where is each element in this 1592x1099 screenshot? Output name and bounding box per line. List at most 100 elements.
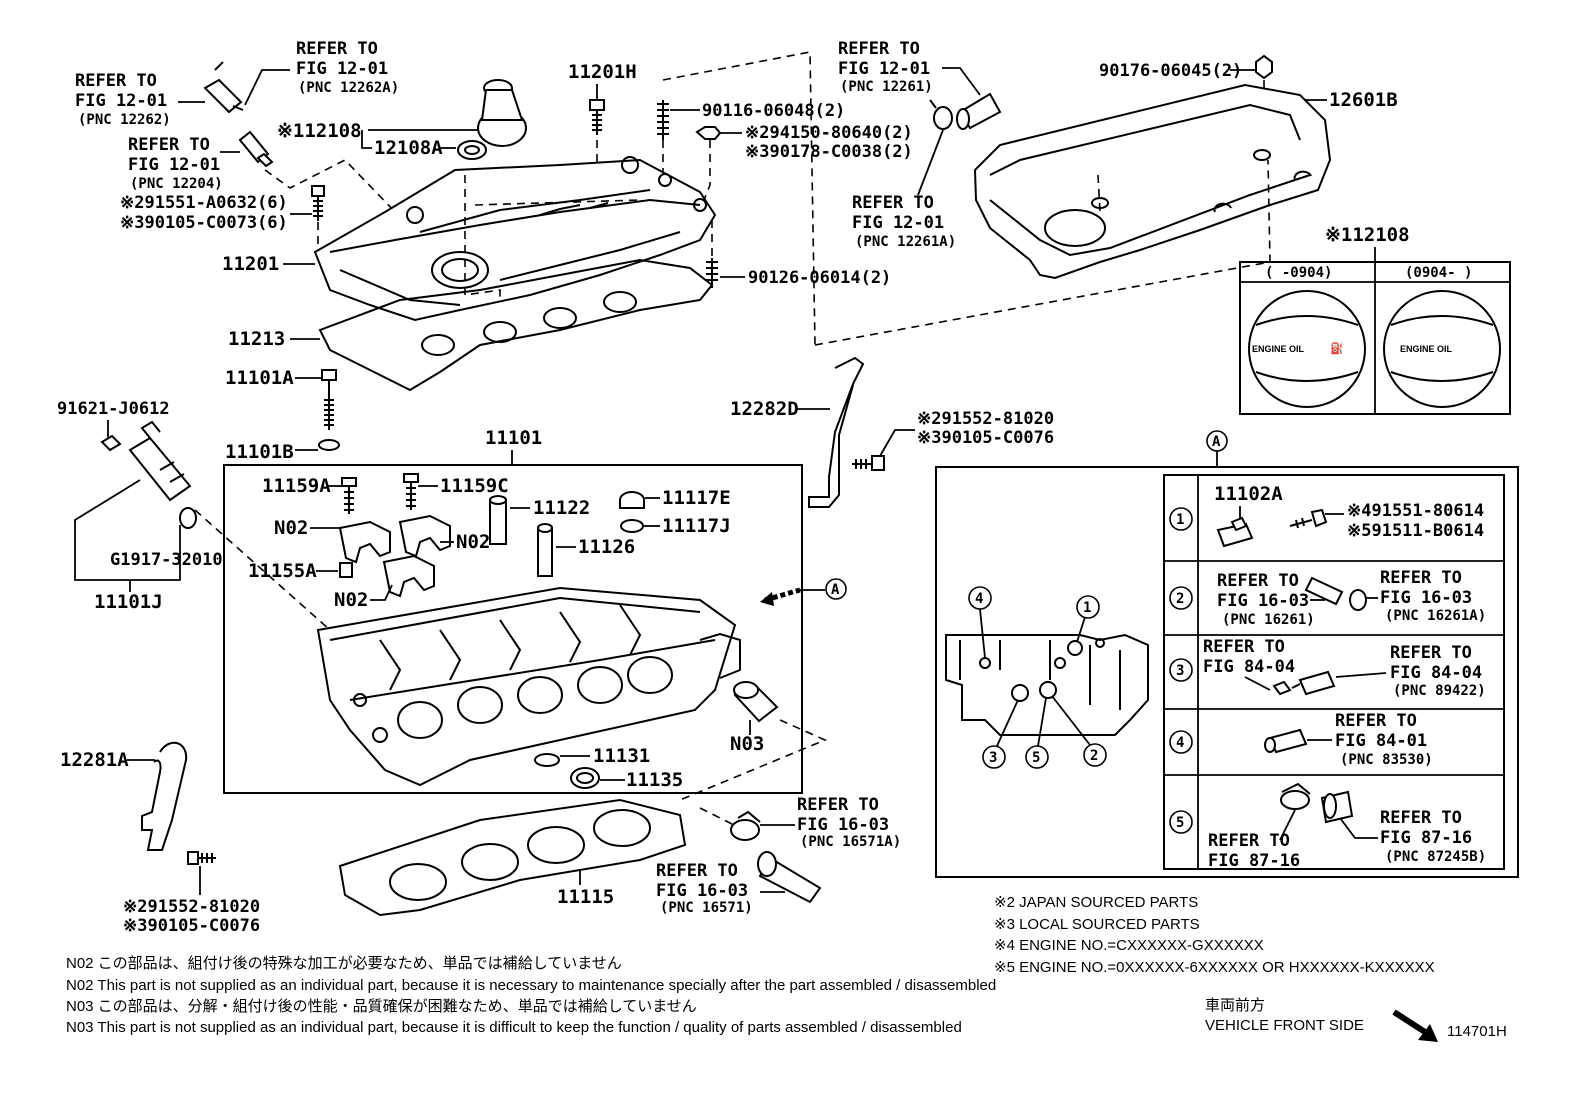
callout-12281A[interactable]: 12281A — [60, 749, 129, 771]
oil-cap-variants-box: ( -0904) (0904- ) ENGINE OIL ⛽ ENGINE OI… — [1239, 261, 1511, 415]
callout-11101J[interactable]: 11101J — [94, 591, 163, 613]
engine-block-view — [945, 633, 1149, 736]
svg-text:ENGINE OIL: ENGINE OIL — [1400, 344, 1453, 354]
callout-G1917[interactable]: G1917-32010 — [110, 550, 223, 570]
cam-cap-2 — [398, 514, 451, 558]
svg-text:REFER TO: REFER TO — [838, 39, 920, 59]
callout-90126[interactable]: 90126-06014(2) — [748, 268, 891, 288]
engine-mark-2[interactable]: 2 — [1083, 743, 1107, 767]
svg-text:ENGINE OIL: ENGINE OIL — [1252, 344, 1305, 354]
callout-12108-box[interactable]: ※112108 — [1325, 224, 1410, 246]
callout-11135[interactable]: 11135 — [626, 769, 683, 791]
callout-N02-a[interactable]: N02 — [274, 517, 308, 539]
callout-11101B[interactable]: 11101B — [225, 441, 294, 463]
callout-11155A[interactable]: 11155A — [248, 560, 317, 582]
refer-84-04-left[interactable]: REFER TO FIG 84-04 — [1203, 637, 1295, 677]
engine-mark-5[interactable]: 5 — [1025, 745, 1049, 769]
front-arrow-icon — [1418, 1024, 1438, 1042]
svg-text:FIG 84-04: FIG 84-04 — [1203, 657, 1295, 677]
svg-text:REFER TO: REFER TO — [656, 861, 738, 881]
refer-16571A[interactable]: REFER TO FIG 16-03 (PNC 16571A) — [797, 795, 901, 850]
refer-87-16-left[interactable]: REFER TO FIG 87-16 — [1208, 831, 1300, 871]
svg-text:A: A — [1212, 434, 1221, 450]
bolt-291552a — [852, 455, 885, 471]
engine-mark-1[interactable]: 1 — [1076, 595, 1100, 619]
refer-12204[interactable]: REFER TO FIG 12-01 (PNC 12204) — [128, 135, 223, 192]
nut-294150 — [695, 126, 722, 140]
callout-390105a[interactable]: ※390105-C0073(6) — [120, 213, 288, 233]
refer-12261A[interactable]: REFER TO FIG 12-01 (PNC 12261A) — [852, 193, 956, 250]
engine-hanger-12282D — [808, 356, 865, 508]
callout-11101[interactable]: 11101 — [485, 427, 542, 449]
callout-11159C[interactable]: 11159C — [440, 475, 509, 497]
refer-16261A[interactable]: REFER TO FIG 16-03 (PNC 16261A) — [1380, 568, 1486, 624]
callout-12108[interactable]: ※112108 — [277, 120, 362, 142]
callout-12282D[interactable]: 12282D — [730, 398, 799, 420]
callout-491551[interactable]: ※491551-80614 — [1347, 501, 1484, 521]
stud-90116 — [657, 100, 669, 140]
stud-90126 — [706, 258, 718, 288]
plug-N03 — [733, 681, 779, 723]
callout-291551a[interactable]: ※291551-A0632(6) — [120, 193, 288, 213]
guide-11126 — [537, 523, 553, 577]
callout-390105c[interactable]: ※390105-C0076 — [917, 428, 1054, 448]
svg-text:FIG 16-03: FIG 16-03 — [1217, 591, 1309, 611]
svg-text:REFER TO: REFER TO — [1380, 808, 1462, 828]
svg-text:N02 この部品は、組付け後の特殊な加工が必要なため、単品: N02 この部品は、組付け後の特殊な加工が必要なため、単品では補給していません — [66, 955, 622, 972]
callout-390178[interactable]: ※390178-C0038(2) — [745, 142, 913, 162]
svg-text:REFER TO: REFER TO — [1203, 637, 1285, 657]
callout-11117E[interactable]: 11117E — [662, 487, 731, 509]
callout-90116[interactable]: 90116-06048(2) — [702, 101, 845, 121]
callout-12601B[interactable]: 12601B — [1329, 89, 1398, 111]
sensor-83530 — [1264, 728, 1308, 754]
callout-390105b[interactable]: ※390105-C0076 — [123, 916, 260, 936]
refer-83530[interactable]: REFER TO FIG 84-01 (PNC 83530) — [1335, 711, 1433, 768]
callout-11213[interactable]: 11213 — [228, 328, 285, 350]
head-bolt-11101A — [321, 369, 337, 430]
svg-text:FIG 12-01: FIG 12-01 — [75, 91, 167, 111]
svg-text:5: 5 — [1032, 750, 1040, 766]
callout-11126[interactable]: 11126 — [578, 536, 635, 558]
callout-90176[interactable]: 90176-06045(2) — [1099, 61, 1242, 81]
refer-12261[interactable]: REFER TO FIG 12-01 (PNC 12261) — [838, 39, 933, 95]
callout-91621[interactable]: 91621-J0612 — [57, 399, 170, 419]
hose-16261 — [1304, 576, 1367, 611]
callout-11115[interactable]: 11115 — [557, 886, 614, 908]
arrow-to-detail-A[interactable]: A — [760, 578, 847, 606]
callout-291552b[interactable]: ※291552-81020 — [123, 897, 260, 917]
callout-11122[interactable]: 11122 — [533, 497, 590, 519]
svg-text:(PNC 16261A): (PNC 16261A) — [1385, 608, 1486, 624]
callout-N03[interactable]: N03 — [730, 733, 764, 755]
bolt-491551 — [1289, 508, 1328, 529]
engine-mark-3[interactable]: 3 — [982, 745, 1006, 769]
engine-mark-4[interactable]: 4 — [968, 586, 992, 610]
callout-11117J[interactable]: 11117J — [662, 515, 731, 537]
svg-text:1: 1 — [1176, 512, 1184, 528]
svg-text:FIG 87-16: FIG 87-16 — [1208, 851, 1300, 871]
callout-11201[interactable]: 11201 — [222, 253, 279, 275]
engine-cover-12601B — [973, 83, 1332, 280]
callout-11101A[interactable]: 11101A — [225, 367, 294, 389]
callout-11102A[interactable]: 11102A — [1214, 483, 1283, 505]
washer-11101B — [318, 439, 340, 451]
refer-12262A[interactable]: REFER TO FIG 12-01 (PNC 12262A) — [296, 39, 399, 96]
cam-cap-1 — [338, 520, 391, 564]
callout-11131[interactable]: 11131 — [593, 745, 650, 767]
refer-12262[interactable]: REFER TO FIG 12-01 (PNC 12262) — [75, 71, 171, 128]
svg-text:REFER TO: REFER TO — [1390, 643, 1472, 663]
refer-16571[interactable]: REFER TO FIG 16-03 (PNC 16571) — [656, 861, 753, 916]
refer-16261[interactable]: REFER TO FIG 16-03 (PNC 16261) — [1217, 571, 1315, 628]
callout-11159A[interactable]: 11159A — [262, 475, 331, 497]
svg-text:FIG 16-03: FIG 16-03 — [1380, 588, 1472, 608]
refer-87245B[interactable]: REFER TO FIG 87-16 (PNC 87245B) — [1380, 808, 1486, 865]
callout-N02-b[interactable]: N02 — [456, 531, 490, 553]
clamp-87-16 — [1280, 782, 1311, 810]
refer-89422[interactable]: REFER TO FIG 84-04 (PNC 89422) — [1390, 643, 1486, 699]
callout-291552a[interactable]: ※291552-81020 — [917, 409, 1054, 429]
callout-294150[interactable]: ※294150-80640(2) — [745, 123, 913, 143]
callout-11201H[interactable]: 11201H — [568, 61, 637, 83]
callout-591511[interactable]: ※591511-B0614 — [1347, 521, 1484, 541]
detail-A-marker[interactable]: A — [1206, 430, 1228, 452]
callout-12108A[interactable]: 12108A — [374, 137, 443, 159]
callout-N02-c[interactable]: N02 — [334, 589, 368, 611]
